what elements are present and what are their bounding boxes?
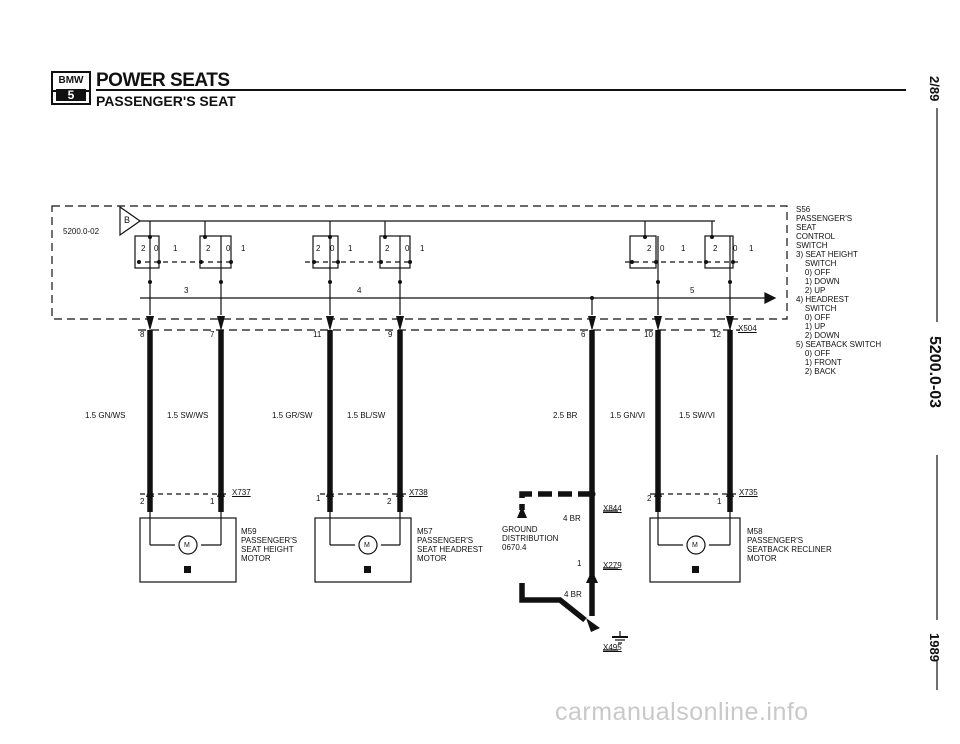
switch-4b-pos-1: 1	[420, 244, 425, 253]
switch-5-pos-0: 0	[660, 244, 665, 253]
wire-sw-vi: 1.5 SW/VI	[679, 411, 716, 420]
ground-distribution-label: GROUND DISTRIBUTION 0670.4	[502, 525, 559, 552]
connector-x279: X279	[603, 561, 622, 570]
switch-description: PASSENGER'S SEAT CONTROL SWITCH	[796, 214, 853, 250]
wire-br: 2.5 BR	[553, 411, 578, 420]
switch-4b-pos-0: 0	[405, 244, 410, 253]
switch-4-pos-0: 0	[330, 244, 335, 253]
ground-wire-bottom: 4 BR	[564, 590, 582, 599]
switch-3-pos-0: 0	[154, 244, 159, 253]
switch-5b-pos-0: 0	[733, 244, 738, 253]
pin-12: 12	[712, 330, 721, 339]
splice-x844	[588, 490, 596, 498]
switch-5b-pos-2: 2	[713, 244, 718, 253]
motor-m57-letter: M	[364, 542, 370, 549]
pin-6: 6	[581, 330, 586, 339]
m58-pin-left: 2	[647, 494, 652, 503]
pin-7: 7	[210, 330, 215, 339]
connector-b-label: B	[124, 215, 131, 225]
switch-3b-pos-0: 0	[226, 244, 231, 253]
motor-m58-designation: M58	[747, 527, 763, 536]
bmw-5-series-logo: BMW 5	[51, 71, 91, 105]
splice-x844-label: X844	[603, 504, 622, 513]
pin-11: 11	[313, 330, 322, 339]
switch-5-pos-1: 1	[681, 244, 686, 253]
switch-section-3: 3	[184, 286, 189, 295]
motor-m59-description: PASSENGER'S SEAT HEIGHT MOTOR	[241, 536, 298, 563]
switch-designation: S56	[796, 205, 811, 214]
switch-section-5: 5	[690, 286, 695, 295]
pin-9: 9	[388, 330, 393, 339]
switch-3-pos-1: 1	[173, 244, 178, 253]
watermark: carmanualsonline.info	[555, 698, 809, 726]
connector-x735: X735	[739, 488, 758, 497]
m58-pin-right: 1	[717, 497, 722, 506]
motor-m58-symbol	[686, 535, 706, 555]
motor-m59-letter: M	[184, 542, 190, 549]
pin-8: 8	[140, 330, 145, 339]
wire-gn-ws: 1.5 GN/WS	[85, 411, 126, 420]
motor-m57-designation: M57	[417, 527, 433, 536]
switch-housing-outline	[51, 205, 788, 320]
switch-5-pos-2: 2	[647, 244, 652, 253]
m59-pin-left: 2	[140, 497, 145, 506]
motor-m58-letter: M	[692, 542, 698, 549]
switch-section-4: 4	[357, 286, 362, 295]
logo-series: 5	[56, 89, 86, 101]
switch-functions: 3) SEAT HEIGHT SWITCH 0) OFF 1) DOWN 2) …	[796, 250, 882, 376]
motor-m59-designation: M59	[241, 527, 257, 536]
switch-3b-pos-2: 2	[206, 244, 211, 253]
switch-connector-x504: X504	[738, 324, 757, 333]
m59-pin-right: 1	[210, 497, 215, 506]
connector-x738: X738	[409, 488, 428, 497]
switch-4-pos-1: 1	[348, 244, 353, 253]
switch-4b-pos-2: 2	[385, 244, 390, 253]
motor-m58-description: PASSENGER'S SEATBACK RECLINER MOTOR	[747, 536, 832, 563]
wire-gn-vi: 1.5 GN/VI	[610, 411, 646, 420]
motor-m57-description: PASSENGER'S SEAT HEADREST MOTOR	[417, 536, 483, 563]
title-rule	[96, 89, 906, 91]
m57-pin-left: 1	[316, 494, 321, 503]
switch-3b-pos-1: 1	[241, 244, 246, 253]
x279-pin: 1	[577, 559, 582, 568]
switch-3-pos-2: 2	[141, 244, 146, 253]
connector-b-symbol	[119, 205, 142, 237]
wire-sw-ws: 1.5 SW/WS	[167, 411, 209, 420]
pin-10: 10	[644, 330, 653, 339]
ground-point-x495: X495	[603, 643, 622, 652]
ground-wire-top: 4 BR	[563, 514, 581, 523]
switch-5b-pos-1: 1	[749, 244, 754, 253]
motor-m59-symbol	[178, 535, 198, 555]
wire-gr-sw: 1.5 GR/SW	[272, 411, 313, 420]
switch-4-pos-2: 2	[316, 244, 321, 253]
wire-bl-sw: 1.5 BL/SW	[347, 411, 386, 420]
reference-5200-0-02: 5200.0-02	[63, 227, 100, 236]
m57-pin-right: 2	[387, 497, 392, 506]
motor-m57-symbol	[358, 535, 378, 555]
page-subtitle: PASSENGER'S SEAT	[96, 93, 236, 109]
connector-x737: X737	[232, 488, 251, 497]
page-title: POWER SEATS	[96, 70, 230, 91]
